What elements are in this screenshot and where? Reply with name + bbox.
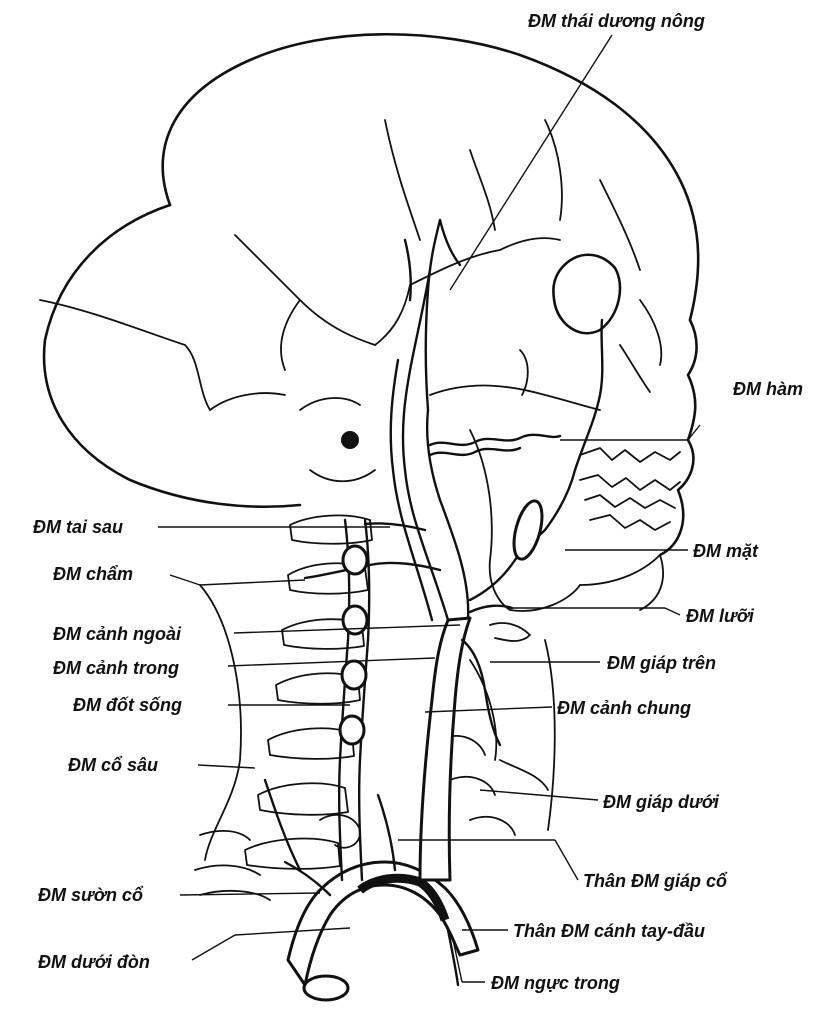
label-costocervical-artery: ĐM sườn cổ bbox=[38, 885, 144, 905]
label-maxillary-artery: ĐM hàm bbox=[733, 379, 803, 399]
label-vertebral-artery: ĐM đốt sống bbox=[73, 695, 182, 715]
label-superior-thyroid-artery: ĐM giáp trên bbox=[607, 653, 716, 673]
label-posterior-auricular-artery: ĐM tai sau bbox=[33, 517, 123, 537]
label-internal-thoracic-artery: ĐM ngực trong bbox=[491, 973, 620, 993]
label-common-carotid-artery: ĐM cảnh chung bbox=[557, 698, 691, 718]
label-inferior-thyroid-artery: ĐM giáp dưới bbox=[603, 792, 720, 812]
label-facial-artery: ĐM mặt bbox=[693, 541, 759, 561]
label-thyrocervical-trunk: Thân ĐM giáp cổ bbox=[583, 871, 728, 891]
label-brachiocephalic-trunk: Thân ĐM cánh tay-đầu bbox=[513, 921, 705, 941]
label-deep-cervical-artery: ĐM cổ sâu bbox=[68, 755, 158, 775]
labels: ĐM thái dương nông ĐM hàm ĐM tai sau ĐM … bbox=[33, 11, 803, 993]
label-subclavian-artery: ĐM dưới đòn bbox=[38, 952, 150, 972]
arteries bbox=[265, 220, 602, 1000]
skull-outline bbox=[40, 34, 698, 860]
label-external-carotid-artery: ĐM cảnh ngoài bbox=[53, 624, 182, 644]
subclavian-lumen bbox=[304, 976, 348, 1000]
label-internal-carotid-artery: ĐM cảnh trong bbox=[53, 658, 179, 678]
label-lingual-artery: ĐM lưỡi bbox=[686, 606, 755, 626]
leader-lines bbox=[158, 35, 700, 982]
label-occipital-artery: ĐM chẩm bbox=[53, 564, 133, 584]
label-superficial-temporal-artery: ĐM thái dương nông bbox=[528, 11, 705, 31]
